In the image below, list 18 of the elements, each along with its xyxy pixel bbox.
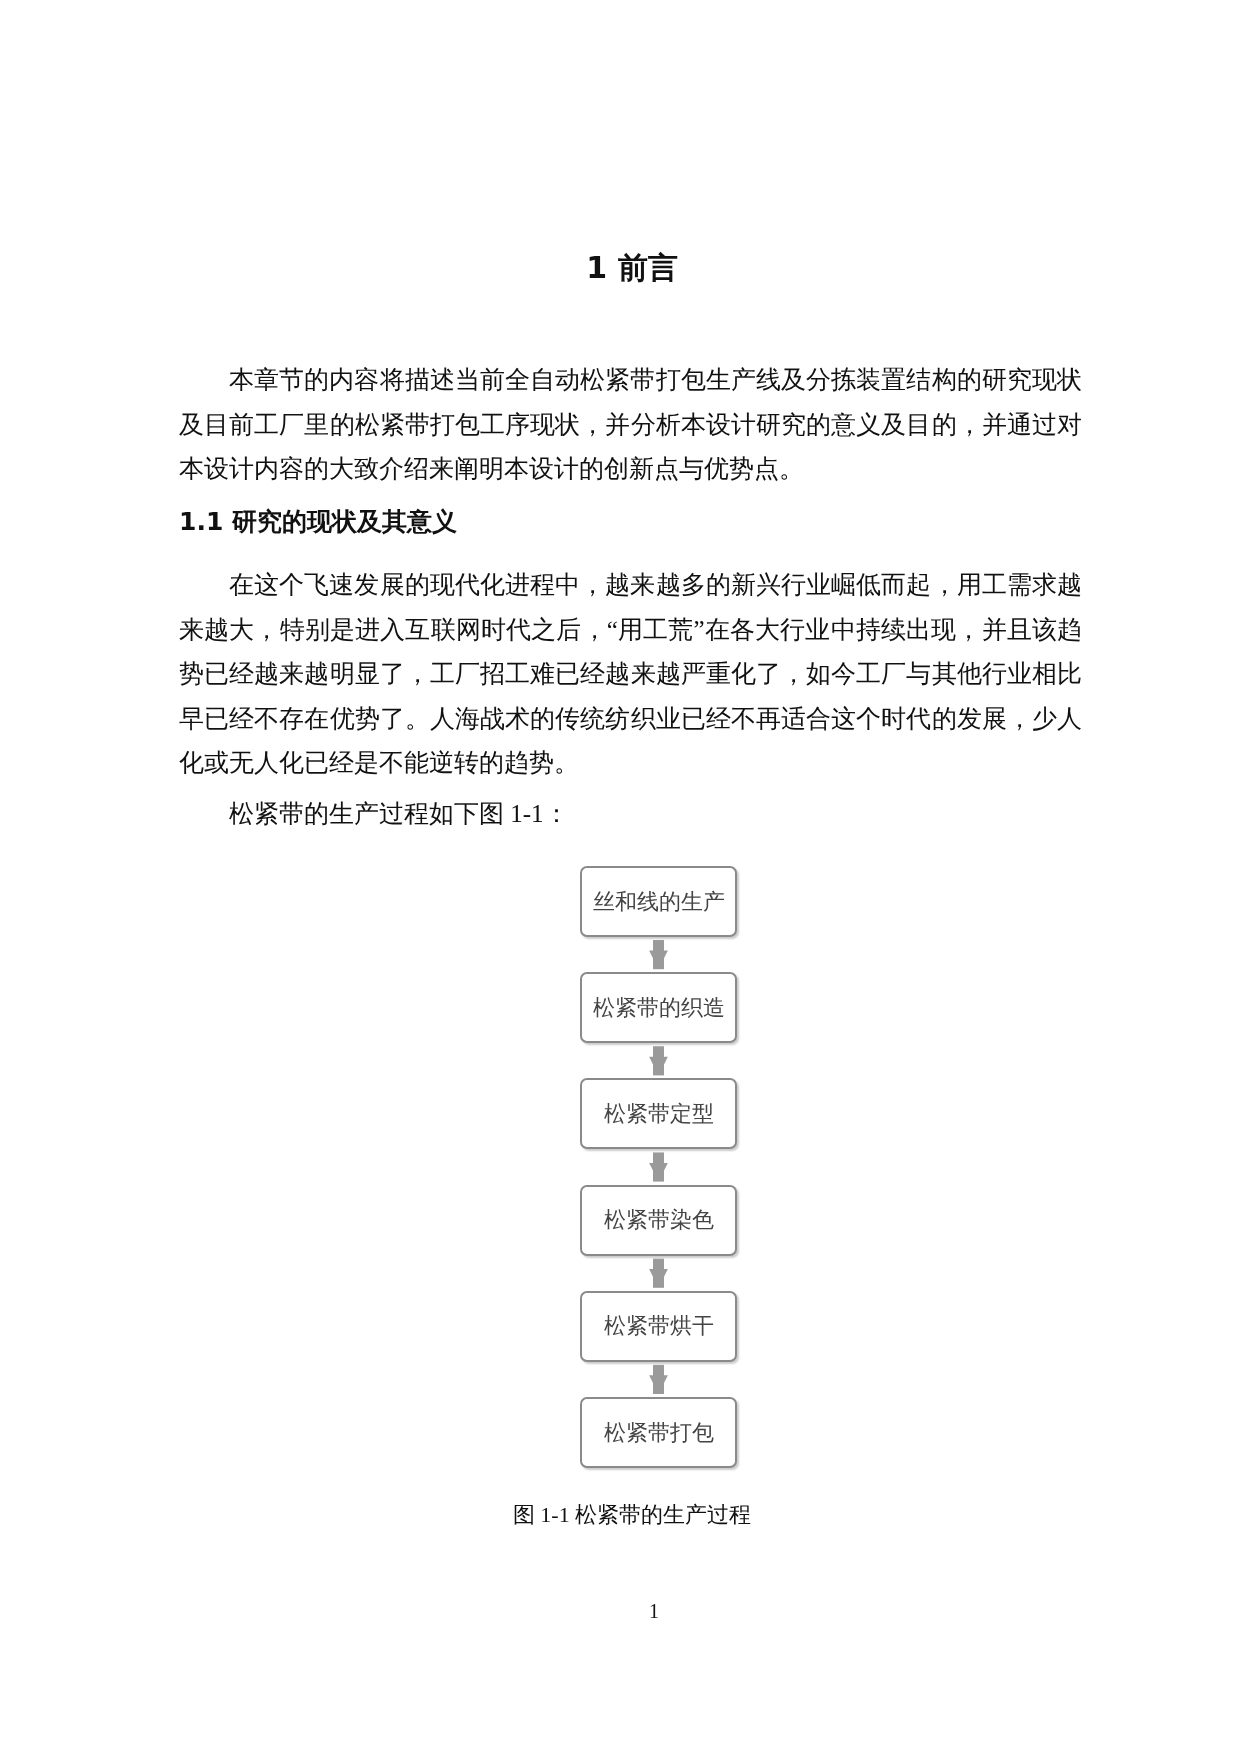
arrow [649, 1046, 668, 1076]
arrow [649, 1258, 668, 1288]
process-box: 松紧带染色 [580, 1184, 737, 1256]
figure-caption: 图 1-1 松紧带的生产过程 [511, 1501, 753, 1529]
paragraph: 本章节的内容将描述当前全自动松紧带打包生产线及分拣装置结构的研究现状及目前工厂里的松紧带打包工序现状，并分析本设计研究的意义及目的，并通过对本设计内容的大致介绍来阐明本设计的创新点与优势点。 [179, 365, 1082, 484]
paragraph: 松紧带的生产过程如下图 1-1： [228, 799, 570, 829]
process-box: 松紧带打包 [580, 1397, 737, 1468]
section-heading: 1.1 研究的现状及其意义 [179, 506, 457, 538]
arrow [649, 940, 668, 970]
process-box: 松紧带的织造 [580, 972, 737, 1044]
process-box: 丝和线的生产 [580, 866, 737, 937]
process-box: 松紧带定型 [580, 1078, 737, 1150]
process-box: 松紧带烘干 [580, 1290, 737, 1362]
paragraph: 在这个飞速发展的现代化进程中，越来越多的新兴行业崛低而起，用工需求越来越大，特别是进入互联网时代之后，“用工荒”在各大行业中持续出现，并且该趋势已经越来越明显了，工厂招工难已经越来越严重化了，如今工厂与其他行业相比早已经不存在优势了。人海战术的传统纺织业已经不再适合这个时代的发展，少人化或无人化已经是不能逆转的趋势。 [179, 570, 1082, 778]
chapter-heading: 1 前言 [585, 249, 679, 287]
arrow [649, 1152, 668, 1182]
page-number: 1 [648, 1600, 660, 1623]
arrow [649, 1364, 668, 1394]
